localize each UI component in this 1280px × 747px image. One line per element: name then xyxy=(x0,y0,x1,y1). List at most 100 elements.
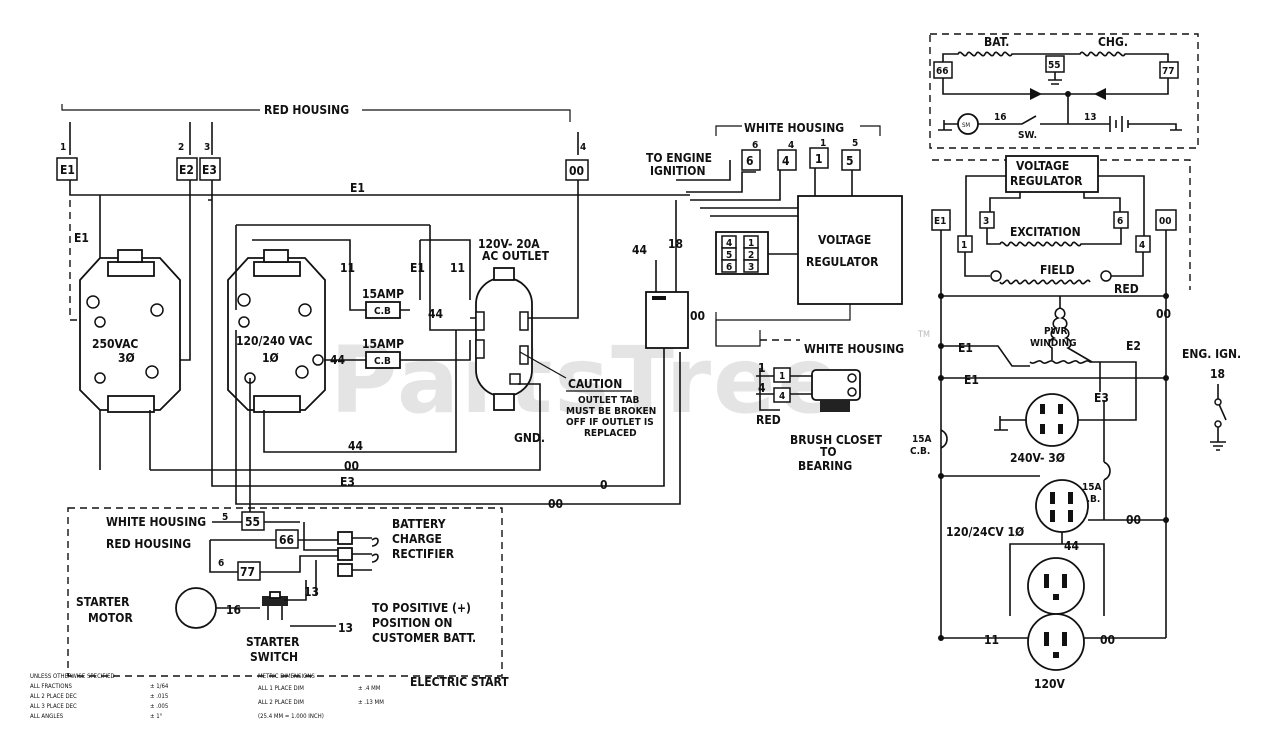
to-engine-2: IGNITION xyxy=(650,164,706,178)
tolerance-notes: UNLESS OTHERWISE SPECIFIED ALL FRACTIONS… xyxy=(30,673,384,720)
sch-cb-right xyxy=(1103,400,1111,520)
sch-00-label: 00 xyxy=(1156,307,1171,321)
svg-text:ALL 3 PLACE DEC: ALL 3 PLACE DEC xyxy=(30,703,77,710)
sch-term-77-label: 77 xyxy=(1162,66,1175,77)
conn-1: 1 xyxy=(748,238,754,249)
red-housing-bracket xyxy=(61,104,571,122)
wh-term-5 xyxy=(841,149,861,171)
wire-num-3: 3 xyxy=(204,142,210,153)
sch-e1-to-winding xyxy=(941,345,1030,367)
bus-e3-label: E3 xyxy=(340,475,355,489)
sch-e2-e3 xyxy=(1098,361,1137,410)
terminal-e1 xyxy=(56,157,78,181)
gnd-wire xyxy=(150,383,541,471)
sch-pwr-label: PWR xyxy=(1044,326,1068,337)
outlet-120-240-phase: 1Ø xyxy=(262,351,279,365)
electric-start-box xyxy=(67,507,503,677)
caution-leader xyxy=(519,351,567,379)
wh-num-5: 5 xyxy=(852,138,858,149)
svg-text:ALL 1 PLACE DIM: ALL 1 PLACE DIM xyxy=(258,685,304,692)
sch-field-label: FIELD xyxy=(1040,263,1075,277)
sch-term-6-label: 6 xyxy=(1117,216,1123,227)
wire-00-label: 00 xyxy=(690,309,705,323)
bus-e3 xyxy=(99,200,665,487)
wh-term-6 xyxy=(741,149,761,171)
cb2-label: C.B xyxy=(374,356,391,367)
gnd-label: GND. xyxy=(514,431,545,445)
term-66-label: 66 xyxy=(279,533,294,547)
outlet-250vac xyxy=(79,249,181,413)
sch-term-66-label: 66 xyxy=(936,66,949,77)
terminal-e1-label: E1 xyxy=(60,163,75,177)
bus-00-label: 00 xyxy=(344,459,359,473)
sch-slip-ring-neg xyxy=(990,270,1002,282)
housing-leads xyxy=(69,122,579,155)
num-5: 5 xyxy=(222,512,228,523)
wh-term-4-label: 4 xyxy=(782,154,790,168)
ac-outlet-label: 120V- 20A xyxy=(478,237,540,251)
sch-excitation-label: EXCITATION xyxy=(1010,225,1081,239)
sch-red-label: RED xyxy=(1114,282,1139,296)
sch-240-label: 240V- 3Ø xyxy=(1010,451,1065,465)
sch-slip-ring-pos xyxy=(1100,270,1112,282)
battery-charge-label-3: RECTIFIER xyxy=(392,547,455,561)
white-housing-mid-bracket xyxy=(715,312,761,347)
ignition-module xyxy=(645,291,689,349)
wh-num-6: 6 xyxy=(752,140,758,151)
brush-num-1: 1 xyxy=(758,361,766,375)
sch-term-e1-label: E1 xyxy=(934,216,946,227)
battery-charge-rectifier xyxy=(337,531,379,577)
sch-vr-outer xyxy=(965,175,1145,250)
e1-left-label: E1 xyxy=(74,231,89,245)
e1-top-label: E1 xyxy=(350,181,365,195)
cb2-amp: 15AMP xyxy=(362,337,404,351)
battery-charge-label-2: CHARGE xyxy=(392,532,442,546)
sch-eng-ign-switch xyxy=(1210,384,1227,451)
conn-3: 3 xyxy=(748,262,754,273)
wh-term-1-label: 1 xyxy=(815,152,823,166)
sch-sw-label: SW. xyxy=(1018,130,1037,141)
white-housing-top-bracket xyxy=(715,125,881,136)
terminal-00 xyxy=(565,159,589,181)
to-positive-3: CUSTOMER BATT. xyxy=(372,631,476,645)
wire-44-label: 44 xyxy=(632,243,648,257)
svg-text:METRIC DIMENSIONS: METRIC DIMENSIONS xyxy=(258,673,315,680)
term-55-label: 55 xyxy=(245,515,260,529)
wh-term-4 xyxy=(777,149,797,171)
wire-18-label: 18 xyxy=(668,237,683,251)
sch-outlet-240-3ph xyxy=(1025,393,1079,447)
svg-text:UNLESS OTHERWISE SPECIFIED: UNLESS OTHERWISE SPECIFIED xyxy=(30,673,115,680)
wire-13b-label: 13 xyxy=(338,621,353,635)
brush-term-1 xyxy=(773,367,791,383)
sch-ground-55 xyxy=(1048,72,1062,85)
wh-term-1 xyxy=(809,147,829,169)
battery-charge-label-1: BATTERY xyxy=(392,517,446,531)
sch-cb-left-2: C.B. xyxy=(910,446,930,457)
sch-term-3-label: 3 xyxy=(983,216,989,227)
sch-e3-label: E3 xyxy=(1094,391,1109,405)
sch-e2-label: E2 xyxy=(1126,339,1141,353)
sch-field-leads xyxy=(964,252,1144,277)
sch-vr-label-2: REGULATOR xyxy=(1010,174,1083,188)
to-positive-1: TO POSITIVE (+) xyxy=(372,601,471,615)
ac-outlet-label-2: AC OUTLET xyxy=(482,249,550,263)
white-housing-leads xyxy=(676,160,853,217)
bat-label: BAT. xyxy=(984,35,1009,49)
sch-eng-ign-contact-2 xyxy=(1214,420,1222,428)
charge-windings xyxy=(942,51,1169,62)
outlet-250-phase: 3Ø xyxy=(118,351,135,365)
sch-duplex-120v xyxy=(1027,557,1085,671)
white-housing-lower-label: WHITE HOUSING xyxy=(106,515,206,529)
voltage-regulator-label: VOLTAGE xyxy=(818,233,871,247)
term-55 xyxy=(241,511,265,531)
brush-label-2: TO xyxy=(820,445,837,459)
terminal-e2-label: E2 xyxy=(179,163,194,177)
sch-cb-right-2: C.B. xyxy=(1080,494,1100,505)
sch-e1-label: E1 xyxy=(958,341,973,355)
svg-text:ALL FRACTIONS: ALL FRACTIONS xyxy=(30,683,73,690)
sch-cb-left xyxy=(940,429,948,449)
cb1-label: C.B xyxy=(374,306,391,317)
wire-13-label: 13 xyxy=(304,585,319,599)
brush-wires xyxy=(756,368,780,411)
